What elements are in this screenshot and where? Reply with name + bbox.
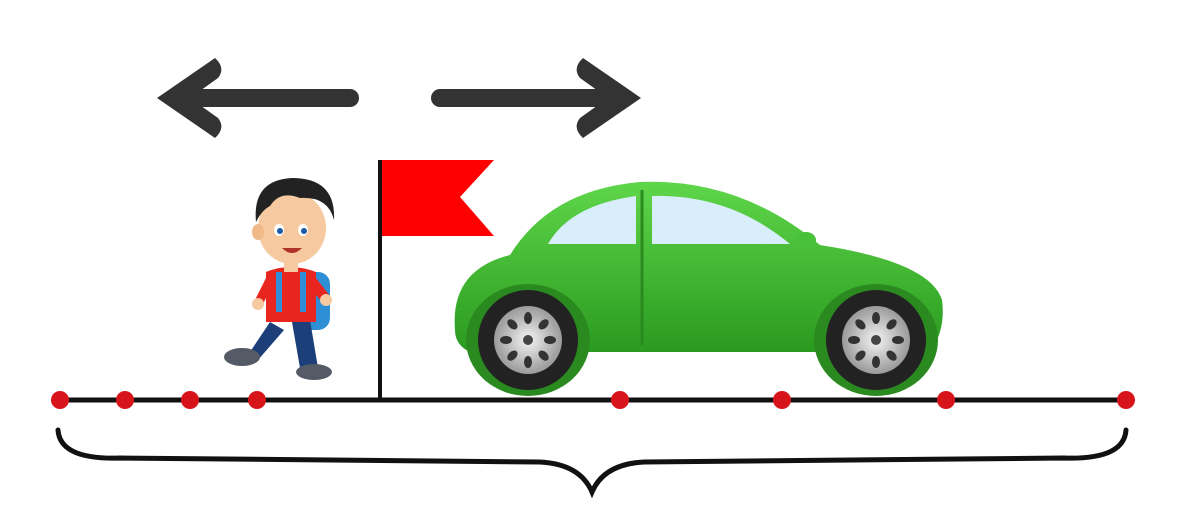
- number-line-point: [116, 391, 134, 409]
- number-line-point: [51, 391, 69, 409]
- wheel-hub-hole: [507, 350, 518, 361]
- left-arrow-icon: [157, 58, 359, 138]
- wheel-hub-hole: [872, 356, 880, 368]
- wheel-hub-hole: [886, 350, 897, 361]
- wheel-hub-hole: [524, 356, 532, 368]
- number-line-points: [51, 391, 1135, 409]
- wheel-hub-hole: [524, 312, 532, 324]
- boy-icon: [224, 178, 335, 380]
- wheel-hub-hole: [886, 319, 897, 330]
- number-line-point: [773, 391, 791, 409]
- wheel-hub-hole: [872, 312, 880, 324]
- wheel-hub-hole: [848, 336, 860, 344]
- wheel-hub-hole: [538, 350, 549, 361]
- curly-brace: [55, 427, 1129, 499]
- wheel-hub-hole: [544, 336, 556, 344]
- wheel-hub-hole: [500, 336, 512, 344]
- car-icon: [454, 181, 943, 396]
- flag-icon: [378, 160, 494, 398]
- number-line-point: [611, 391, 629, 409]
- front-wheel-icon: [826, 290, 926, 390]
- right-arrow-icon: [431, 58, 641, 138]
- wheel-hub-hole: [507, 319, 518, 330]
- wheel-hub-hole: [892, 336, 904, 344]
- number-line-point: [248, 391, 266, 409]
- wheel-hub-hole: [855, 350, 866, 361]
- rear-wheel-icon: [478, 290, 578, 390]
- wheel-hub-hole: [538, 319, 549, 330]
- wheel-hub-hole: [855, 319, 866, 330]
- number-line-point: [1117, 391, 1135, 409]
- number-line-point: [937, 391, 955, 409]
- number-line-point: [181, 391, 199, 409]
